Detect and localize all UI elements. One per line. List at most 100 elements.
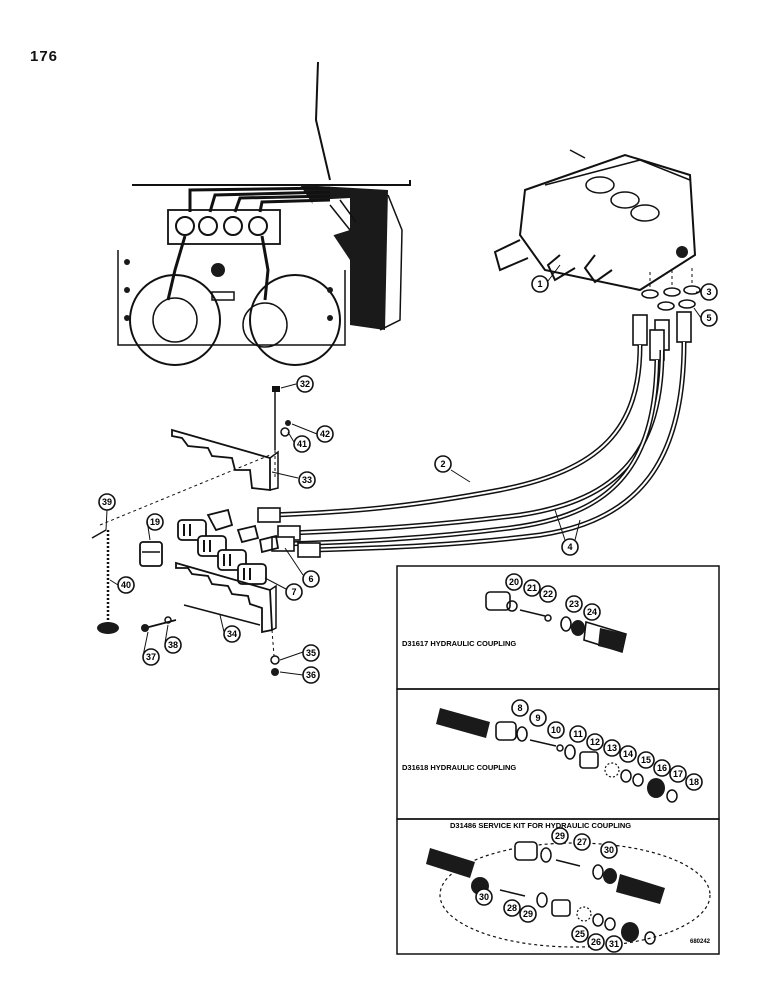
- callout-35: 35: [302, 644, 320, 662]
- page-number: 176: [30, 48, 59, 65]
- hydraulic-hoses: [269, 341, 687, 553]
- svg-text:29: 29: [555, 831, 565, 841]
- service-kit-parts: [426, 841, 711, 948]
- callout-40: 40: [117, 576, 135, 594]
- panel-coupling-b: [396, 688, 720, 820]
- callout-23: 23: [565, 595, 583, 613]
- callout-19: 19: [146, 513, 164, 531]
- hose-fittings-valve-end: [632, 311, 692, 361]
- callout-20: 20: [505, 573, 523, 591]
- callout-18: 18: [685, 773, 703, 791]
- caption-service-kit: D31486 SERVICE KIT FOR HYDRAULIC COUPLIN…: [450, 821, 631, 830]
- svg-text:18: 18: [689, 777, 699, 787]
- quick-couplings: [139, 508, 280, 585]
- svg-text:6: 6: [308, 574, 313, 584]
- svg-text:35: 35: [306, 648, 316, 658]
- callout-1: 1: [531, 275, 549, 293]
- svg-text:34: 34: [227, 629, 237, 639]
- svg-text:17: 17: [673, 769, 683, 779]
- svg-text:30: 30: [479, 892, 489, 902]
- svg-text:14: 14: [623, 749, 633, 759]
- svg-text:38: 38: [168, 640, 178, 650]
- callout-14: 14: [619, 745, 637, 763]
- svg-text:36: 36: [306, 670, 316, 680]
- tractor-rear-view: [117, 61, 411, 366]
- callout-32: 32: [296, 375, 314, 393]
- callout-15: 15: [637, 751, 655, 769]
- callout-9: 9: [529, 709, 547, 727]
- svg-text:9: 9: [535, 713, 540, 723]
- callout-41: 41: [293, 435, 311, 453]
- svg-text:28: 28: [507, 903, 517, 913]
- svg-text:2: 2: [440, 459, 445, 469]
- callout-21: 21: [523, 579, 541, 597]
- callout-12: 12: [586, 733, 604, 751]
- panel-coupling-a: [396, 565, 720, 690]
- lower-bracket: [175, 561, 277, 634]
- callout-24: 24: [583, 603, 601, 621]
- callout-42: 42: [316, 425, 334, 443]
- svg-text:29: 29: [523, 909, 533, 919]
- svg-text:32: 32: [300, 379, 310, 389]
- callout-5: 5: [700, 309, 718, 327]
- svg-text:33: 33: [302, 475, 312, 485]
- callout-13: 13: [603, 739, 621, 757]
- callout-31: 31: [605, 935, 623, 953]
- svg-text:13: 13: [607, 743, 617, 753]
- figure-code: 680242: [690, 939, 711, 945]
- callout-37: 37: [142, 648, 160, 666]
- svg-text:20: 20: [509, 577, 519, 587]
- control-valve: [493, 149, 697, 292]
- callout-28: 28: [503, 899, 521, 917]
- svg-text:11: 11: [573, 729, 583, 739]
- callout-2: 2: [434, 455, 452, 473]
- caption-coupling-b: D31618 HYDRAULIC COUPLING: [402, 763, 516, 772]
- svg-text:23: 23: [569, 599, 579, 609]
- svg-text:7: 7: [291, 587, 296, 597]
- svg-text:26: 26: [591, 937, 601, 947]
- callout-3: 3: [700, 283, 718, 301]
- svg-text:5: 5: [706, 313, 711, 323]
- svg-text:15: 15: [641, 755, 651, 765]
- callout-7: 7: [285, 583, 303, 601]
- svg-text:41: 41: [297, 439, 307, 449]
- svg-text:10: 10: [551, 725, 561, 735]
- coupling-b-parts: [436, 708, 678, 803]
- callout-34: 34: [223, 625, 241, 643]
- callout-33: 33: [298, 471, 316, 489]
- svg-text:30: 30: [604, 845, 614, 855]
- callout-16: 16: [653, 759, 671, 777]
- callout-4: 4: [561, 538, 579, 556]
- svg-text:3: 3: [706, 287, 711, 297]
- svg-text:22: 22: [543, 589, 553, 599]
- dust-cap-chain: [91, 529, 119, 634]
- callout-29-upper: 29: [551, 827, 569, 845]
- svg-text:31: 31: [609, 939, 619, 949]
- callout-8: 8: [511, 699, 529, 717]
- callout-10: 10: [547, 721, 565, 739]
- svg-text:25: 25: [575, 929, 585, 939]
- callout-29-lower: 29: [519, 905, 537, 923]
- svg-text:19: 19: [150, 517, 160, 527]
- coupling-a-parts: [485, 591, 627, 654]
- panel-service-kit: [396, 818, 720, 955]
- svg-text:1: 1: [537, 279, 542, 289]
- callout-39: 39: [98, 493, 116, 511]
- callout-27: 27: [573, 833, 591, 851]
- callout-30-upper: 30: [600, 841, 618, 859]
- svg-text:39: 39: [102, 497, 112, 507]
- svg-text:27: 27: [577, 837, 587, 847]
- svg-text:37: 37: [146, 652, 156, 662]
- svg-text:16: 16: [657, 763, 667, 773]
- callout-36: 36: [302, 666, 320, 684]
- callout-25: 25: [571, 925, 589, 943]
- svg-text:4: 4: [567, 542, 572, 552]
- svg-text:21: 21: [527, 583, 537, 593]
- svg-text:8: 8: [517, 703, 522, 713]
- svg-text:24: 24: [587, 607, 597, 617]
- svg-text:12: 12: [590, 737, 600, 747]
- svg-text:40: 40: [121, 580, 131, 590]
- svg-text:42: 42: [320, 429, 330, 439]
- caption-coupling-a: D31617 HYDRAULIC COUPLING: [402, 639, 516, 648]
